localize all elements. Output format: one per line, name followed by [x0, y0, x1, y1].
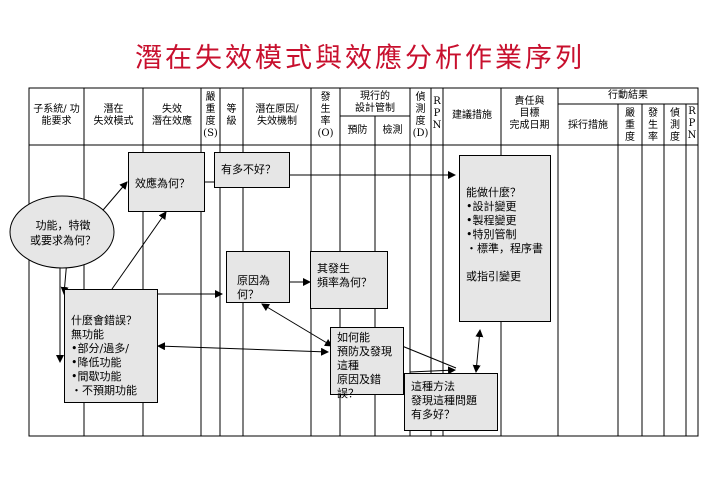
function-ellipse	[9, 195, 115, 269]
detection-method-box: 這種方法 發現這種問題 有多好？	[404, 373, 498, 431]
page-title: 潛在失效模式與效應分析作業序列	[135, 43, 585, 74]
header-r-severity: 嚴 重 度	[625, 108, 635, 143]
header-r-occurrence: 發 生 率	[648, 108, 658, 143]
header-r-detection: 偵 測 度	[670, 108, 680, 143]
header-failure-effect: 失效 潛在效應	[152, 104, 192, 127]
function-question: 功能，特徵 或要求為何？	[30, 219, 96, 247]
occurrence-question-box: 其發生 頻率為何？	[310, 251, 388, 309]
cause-question-box: 原因為何？	[226, 251, 290, 303]
what-wrong-box: 什麼會錯誤？ 無功能 •部分/過多/ •降低功能 •間歇功能 ・不預期功能	[64, 289, 158, 403]
header-responsibility: 責任與 目標 完成日期	[509, 96, 550, 131]
header-class: 等 級	[226, 104, 237, 127]
header-prevention: 預防	[347, 125, 368, 136]
effect-question-box: 效應為何？	[128, 152, 205, 212]
what-can-be-done-box: 能做什麼？ •設計變更 •製程變更 •特別管制 ・標準，程序書 或指引變更	[459, 155, 551, 322]
header-r-rpn: R P N	[687, 106, 697, 141]
header-subsystem: 子系統/ 功 能要求	[33, 104, 80, 127]
how-bad-box: 有多不好？	[214, 152, 290, 188]
flow-arrows	[56, 171, 484, 375]
header-recommended: 建議措施	[452, 110, 492, 121]
header-severity: 嚴 重 度 (S)	[203, 92, 218, 139]
prevent-detect-question-box: 如何能 預防及發現 這種 原因及錯誤？	[330, 327, 404, 400]
header-detection: 檢測	[382, 125, 403, 136]
header-occurrence: 發 生 率 (O)	[317, 92, 334, 139]
header-detection-d: 偵 測 度 (D)	[412, 92, 429, 139]
header-controls: 現行的 設計管制	[355, 91, 395, 114]
header-rpn: R P N	[432, 96, 442, 131]
header-failure-mode: 潛在 失效模式	[93, 104, 134, 127]
header-cause: 潛在原因/ 失效機制	[255, 104, 299, 127]
header-action-taken: 採行措施	[568, 120, 608, 131]
header-results: 行動結果	[608, 90, 648, 101]
